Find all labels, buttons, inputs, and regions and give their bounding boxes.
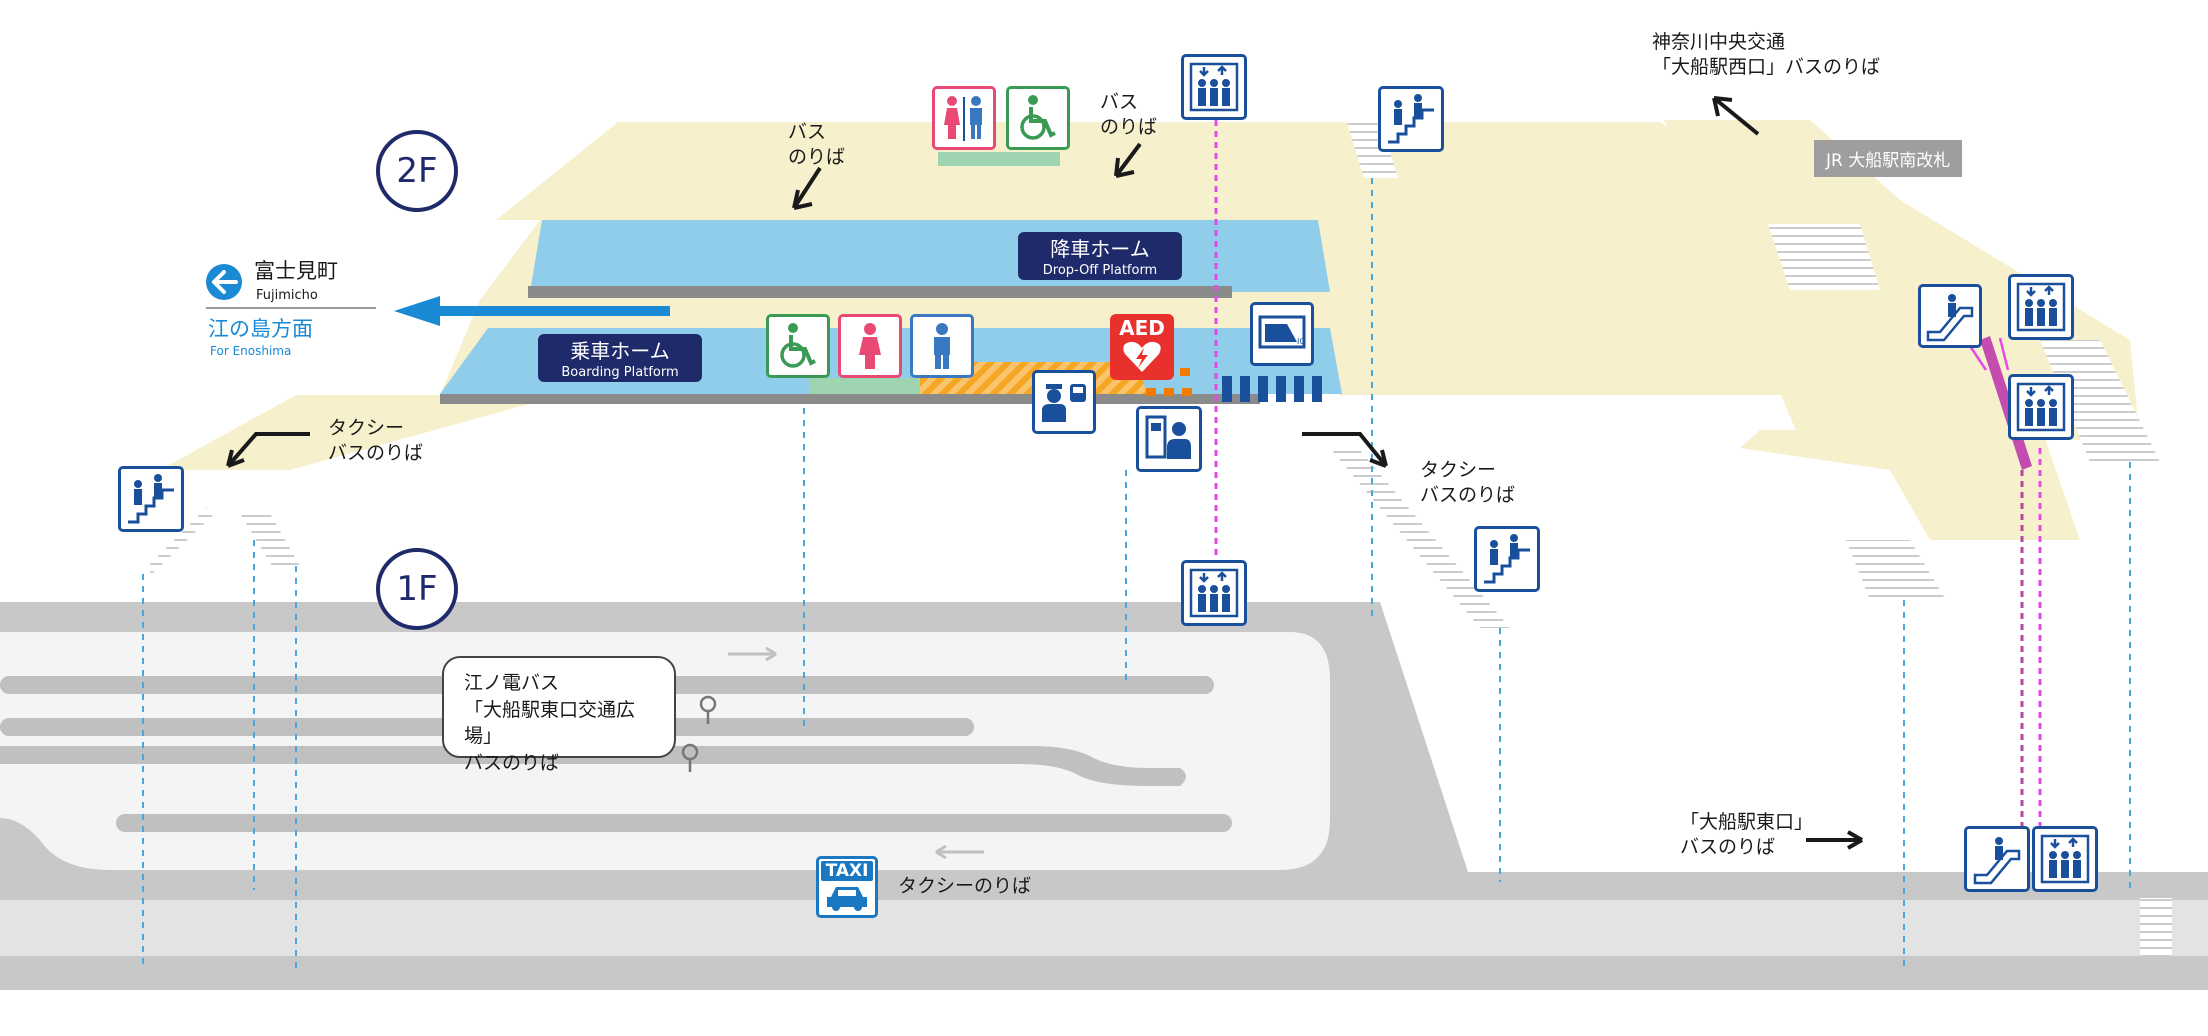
destination-name: 富士見町 xyxy=(254,259,338,283)
escalator-icon xyxy=(1964,826,2030,892)
bus-stop-label-left: バス のりば xyxy=(788,121,846,168)
stairs-icon xyxy=(1378,86,1444,152)
floor-1f-marker: 1F xyxy=(376,548,458,630)
taxi-bus-label-left: タクシー バスのりば xyxy=(328,417,424,464)
boarding-platform-en: Boarding Platform xyxy=(561,365,679,380)
elevator-icon xyxy=(2032,826,2098,892)
dropoff-platform-en: Drop-Off Platform xyxy=(1042,263,1158,278)
enoshima-arrow xyxy=(394,296,670,326)
kanachu-bus-label: 神奈川中央交通 「大船駅西口」バスのりば xyxy=(1652,31,1881,78)
ticket-machine-icon xyxy=(1136,406,1202,472)
wheelchair-icon xyxy=(766,314,830,378)
toilet-icon xyxy=(932,86,996,150)
aed-heart-icon xyxy=(1123,341,1161,372)
taxi-stand-label: タクシーのりば xyxy=(898,875,1032,897)
guide-lines xyxy=(142,178,2131,970)
bus-stop-label-center: バス のりば xyxy=(1100,91,1158,138)
enoden-bus-callout: 江ノ電バス 「大船駅東口交通広場」 バスのりば xyxy=(442,656,676,774)
jr-south-gate-label: JR 大船駅南改札 xyxy=(1814,140,1963,177)
boarding-platform-ja: 乗車ホーム xyxy=(570,339,670,363)
elevator-lines xyxy=(1214,120,2042,826)
ic-card-icon: IC xyxy=(1250,302,1314,366)
elevator-icon xyxy=(2008,274,2074,340)
wheelchair-icon xyxy=(1006,86,1070,150)
elevator-icon xyxy=(1181,54,1247,120)
toilet-men-icon xyxy=(910,314,974,378)
boarding-platform-banner: 乗車ホーム Boarding Platform xyxy=(538,334,702,382)
staff-icon xyxy=(1032,370,1096,434)
taxi-bus-label-right: タクシー バスのりば xyxy=(1420,459,1516,506)
escalator-icon xyxy=(1918,284,1982,348)
stairs-icon xyxy=(118,466,184,532)
direction-label: 江の島方面 xyxy=(208,317,313,341)
stair-drawings xyxy=(146,120,2172,956)
svg-text:IC: IC xyxy=(1297,337,1305,346)
toilet-women-icon xyxy=(838,314,902,378)
direction-label-en: For Enoshima xyxy=(210,344,292,358)
ofuna-east-bus-label: 「大船駅東口」 バスのりば xyxy=(1680,811,1814,858)
direction-arrows xyxy=(226,96,1863,850)
traffic-arrows xyxy=(728,646,984,860)
floor-2f-marker: 2F xyxy=(376,130,458,212)
elevator-icon xyxy=(1181,560,1247,626)
dropoff-platform-banner: 降車ホーム Drop-Off Platform xyxy=(1018,232,1182,280)
destination-name-en: Fujimicho xyxy=(256,288,318,303)
stairs-icon xyxy=(1474,526,1540,592)
taxi-car-icon xyxy=(827,887,867,911)
elevator-icon xyxy=(2008,374,2074,440)
taxi-icon: TAXI xyxy=(816,856,878,918)
aed-icon: AED xyxy=(1110,314,1174,380)
bus-stop-pole-icon xyxy=(681,695,717,772)
ground-floor-roads xyxy=(0,602,2208,990)
dropoff-platform-ja: 降車ホーム xyxy=(1050,237,1150,261)
